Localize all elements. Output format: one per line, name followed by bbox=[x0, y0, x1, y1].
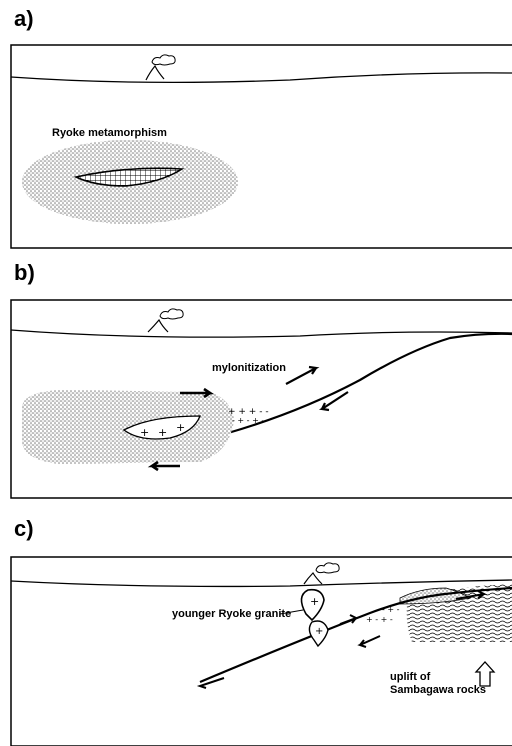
panel-b: + + + + + + - - - + - + - mylonitization bbox=[11, 300, 512, 498]
panel-c-mylonite-symbols-2: - + - bbox=[382, 605, 400, 614]
panel-c-fault-arrow-down bbox=[360, 636, 380, 647]
panel-c-frame bbox=[11, 557, 512, 746]
panel-c-smoke-icon bbox=[316, 563, 339, 573]
mylonitization-label: mylonitization bbox=[212, 362, 286, 374]
panel-b-granite-plus-1: + bbox=[140, 426, 149, 439]
panel-b-basement-surface bbox=[228, 334, 512, 433]
panel-b-smoke-icon bbox=[160, 309, 183, 319]
panel-b-granite-plus-3: + bbox=[176, 421, 185, 434]
panel-c: + - + - - + - + + younger Ryoke granite … bbox=[11, 557, 512, 746]
younger-ryoke-granite-label: younger Ryoke granite bbox=[172, 608, 291, 620]
panel-c-mylonite-symbols: + - + - bbox=[366, 615, 393, 624]
panel-b-mylonite-symbols-2: - + - + - bbox=[232, 416, 264, 425]
uplift-arrow-icon bbox=[476, 662, 494, 686]
panel-b-fault-arrow-up bbox=[286, 367, 316, 384]
panel-a-sea-level bbox=[11, 73, 512, 83]
panel-c-volcano bbox=[304, 573, 322, 584]
panel-c-granite-plus-2: + bbox=[315, 626, 323, 637]
panel-b-metamorphic-zone bbox=[22, 390, 234, 464]
panel-a-volcano bbox=[146, 66, 164, 80]
uplift-label-line2: Sambagawa rocks bbox=[390, 684, 486, 696]
panel-b-sea-level bbox=[11, 330, 512, 337]
panel-a: Ryoke metamorphism bbox=[11, 45, 512, 248]
panel-b-volcano bbox=[148, 320, 168, 332]
panel-b-arrow-lower bbox=[152, 462, 180, 470]
panel-b-fault-arrow-down bbox=[322, 392, 348, 410]
uplift-label-line1: uplift of bbox=[390, 671, 431, 683]
panel-b-granite-plus-2: + bbox=[158, 426, 167, 439]
ryoke-metamorphism-label: Ryoke metamorphism bbox=[52, 127, 167, 139]
panel-c-sea-level bbox=[11, 580, 512, 586]
panel-c-granite-plus-1: + bbox=[310, 595, 319, 608]
panel-a-smoke-icon bbox=[152, 55, 175, 65]
